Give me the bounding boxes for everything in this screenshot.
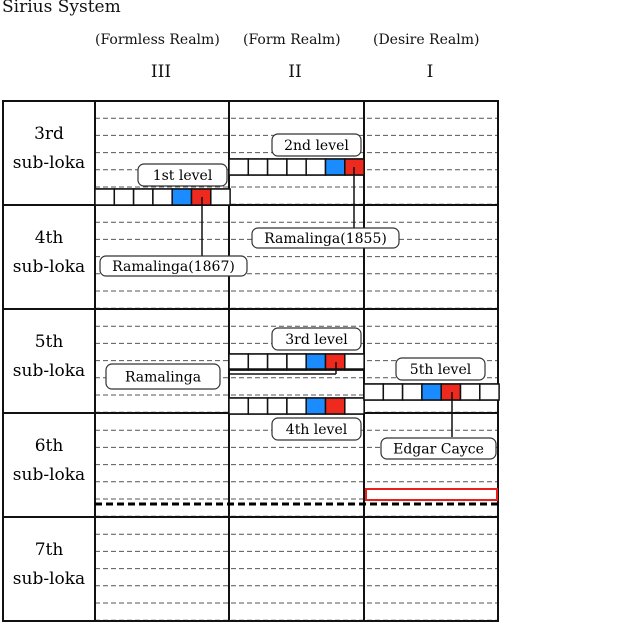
level-label-1st: 1st level	[137, 163, 228, 187]
row-label-ordinal: 4th	[35, 228, 64, 248]
white-level-cell	[247, 353, 269, 371]
white-level-cell	[228, 353, 250, 371]
level-label-2nd-frame	[271, 133, 362, 157]
level-label-5th-frame	[395, 357, 486, 381]
blue-level-cell	[421, 383, 442, 401]
level-label-4th-text: 4th level	[286, 422, 348, 438]
column-numeral-i: I	[426, 62, 434, 82]
white-level-cell	[479, 383, 500, 401]
person-label-ramalinga-frame	[105, 363, 221, 390]
blue-level-cell	[324, 158, 346, 176]
white-level-cell	[305, 158, 327, 176]
person-label-ramalinga-1867-text: Ramalinga(1867)	[112, 259, 235, 275]
diagram-title: Sirius System	[2, 0, 121, 17]
column-numeral-iii: III	[150, 62, 172, 82]
white-level-cell	[363, 383, 385, 401]
level-label-1st-frame	[137, 163, 228, 187]
level-bar	[228, 397, 365, 415]
white-level-cell	[228, 397, 250, 415]
person-label-ramalinga-1855: Ramalinga(1855)	[251, 227, 400, 249]
blue-level-cell	[305, 397, 327, 415]
white-level-cell	[228, 158, 250, 176]
row-label-ordinal: 6th	[35, 436, 64, 456]
level-label-3rd: 3rd level	[271, 327, 362, 351]
level-label-2nd-text: 2nd level	[284, 138, 349, 154]
red-level-cell	[190, 188, 212, 206]
level-bar	[228, 158, 365, 176]
white-level-cell	[344, 353, 365, 371]
person-label-ramalinga-1855-text: Ramalinga(1855)	[264, 231, 387, 247]
white-level-cell	[247, 158, 269, 176]
white-level-cell	[286, 397, 307, 415]
column-numeral-ii: II	[288, 62, 302, 82]
realm-label-formless: (Formless Realm)	[95, 32, 220, 48]
blue-level-cell	[171, 188, 193, 206]
white-level-cell	[152, 188, 173, 206]
level-label-5th-text: 5th level	[410, 362, 472, 378]
white-level-cell	[459, 383, 481, 401]
white-level-cell	[266, 158, 288, 176]
row-label-ordinal: 3rd	[34, 124, 64, 144]
level-label-4th-frame	[271, 417, 362, 441]
white-level-cell	[113, 188, 135, 206]
level-label-3rd-frame	[271, 327, 362, 351]
red-level-cell	[440, 383, 462, 401]
level-label-4th: 4th level	[271, 417, 362, 441]
grid-outline	[2, 100, 499, 622]
row-label-subloka: sub-loka	[13, 257, 85, 277]
white-level-cell	[266, 397, 288, 415]
level-bar	[228, 353, 365, 371]
person-label-ramalinga-1867-frame	[99, 255, 248, 277]
person-label-ramalinga-1855-frame	[251, 227, 400, 249]
person-label-ramalinga: Ramalinga	[105, 363, 221, 390]
red-level-cell	[324, 397, 346, 415]
highlight-outline-box	[365, 488, 498, 501]
white-level-cell	[266, 353, 288, 371]
white-level-cell	[286, 158, 307, 176]
blue-level-cell	[305, 353, 327, 371]
level-label-5th: 5th level	[395, 357, 486, 381]
white-level-cell	[286, 353, 307, 371]
row-label-subloka: sub-loka	[13, 569, 85, 589]
realm-label-desire: (Desire Realm)	[373, 32, 480, 48]
level-label-3rd-text: 3rd level	[285, 332, 348, 348]
white-level-cell	[382, 383, 404, 401]
white-level-cell	[247, 397, 269, 415]
row-label-subloka: sub-loka	[13, 361, 85, 381]
level-bar	[363, 383, 500, 401]
realm-label-form: (Form Realm)	[243, 32, 341, 48]
red-level-cell	[324, 353, 346, 371]
white-level-cell	[344, 397, 365, 415]
level-label-1st-text: 1st level	[153, 168, 213, 184]
person-label-ramalinga-1867: Ramalinga(1867)	[99, 255, 248, 277]
row-label-ordinal: 7th	[35, 540, 64, 560]
white-level-cell	[401, 383, 423, 401]
person-label-edgar-cayce: Edgar Cayce	[380, 437, 497, 460]
white-level-cell	[94, 188, 116, 206]
row-label-subloka: sub-loka	[13, 153, 85, 173]
row-label-subloka: sub-loka	[13, 465, 85, 485]
white-level-cell	[210, 188, 231, 206]
person-label-ramalinga-text: Ramalinga	[125, 370, 201, 386]
person-label-edgar-cayce-text: Edgar Cayce	[393, 442, 484, 458]
level-bar	[94, 188, 231, 206]
row-label-ordinal: 5th	[35, 332, 64, 352]
white-level-cell	[132, 188, 154, 206]
person-label-edgar-cayce-frame	[380, 437, 497, 460]
level-label-2nd: 2nd level	[271, 133, 362, 157]
